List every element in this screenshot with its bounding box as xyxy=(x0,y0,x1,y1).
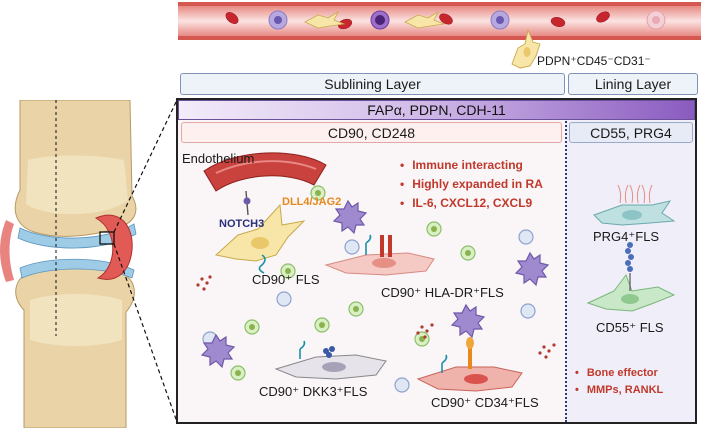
macrophage-icon xyxy=(332,199,368,235)
sublining-layer-header: Sublining Layer xyxy=(180,73,565,95)
layer-divider xyxy=(565,118,567,422)
cd55-fls-cell xyxy=(586,273,676,312)
immune-cell xyxy=(394,377,410,393)
macrophage-icon xyxy=(450,303,486,339)
immune-cell xyxy=(344,239,360,255)
cd90-fls-label: CD90⁺ FLS xyxy=(252,272,320,287)
macrophage-icon xyxy=(200,333,236,369)
cd55-fls-label: CD55⁺ FLS xyxy=(596,320,664,335)
trait-immune: Immune interacting xyxy=(400,158,523,172)
sublining-illustration xyxy=(196,152,556,393)
immune-cell xyxy=(520,303,536,319)
lining-marker-box: CD55, PRG4 xyxy=(569,122,693,143)
receptor-label: NOTCH3 xyxy=(219,218,265,230)
zoom-box xyxy=(99,231,115,245)
red-blood-cell xyxy=(596,11,610,23)
trait-mmps: MMPs, RANKL xyxy=(575,384,663,396)
red-blood-cell xyxy=(550,16,566,28)
hla-dr-fls-label: CD90⁺ HLA-DR⁺FLS xyxy=(381,285,504,300)
blood-vessel xyxy=(178,2,701,69)
endothelium-label: Endothelium xyxy=(182,151,255,166)
top-marker: PDPN⁺CD45⁻CD31⁻ xyxy=(537,54,651,68)
sublining-marker-box: CD90, CD248 xyxy=(181,122,562,143)
cd34-fls-label: CD90⁺ CD34⁺FLS xyxy=(431,395,539,410)
immune-cell xyxy=(276,291,292,307)
fibroblast-icon xyxy=(304,10,346,29)
trait-bone: Bone effector xyxy=(575,367,658,379)
joint-illustration xyxy=(0,100,137,428)
prg4-fls-label: PRG4⁺FLS xyxy=(593,229,660,244)
cd90-fls-cell xyxy=(214,203,306,262)
trait-cytokines: IL-6, CXCL12, CXCL9 xyxy=(400,196,532,210)
dkk3-fls-label: CD90⁺ DKK3⁺FLS xyxy=(259,384,368,399)
red-blood-cell xyxy=(439,13,453,25)
trait-expanded: Highly expanded in RA xyxy=(400,177,543,191)
macrophage-icon xyxy=(514,251,550,287)
shared-marker-bar: FAPα, PDPN, CDH-11 xyxy=(178,100,695,120)
red-blood-cell xyxy=(225,12,239,24)
immune-cell xyxy=(518,229,534,245)
synovium xyxy=(94,214,133,280)
lining-layer-header: Lining Layer xyxy=(568,73,698,95)
ligand-label: DLL4/JAG2 xyxy=(282,196,342,208)
lining-illustration xyxy=(586,184,676,312)
fibroblast-icon xyxy=(404,10,446,29)
